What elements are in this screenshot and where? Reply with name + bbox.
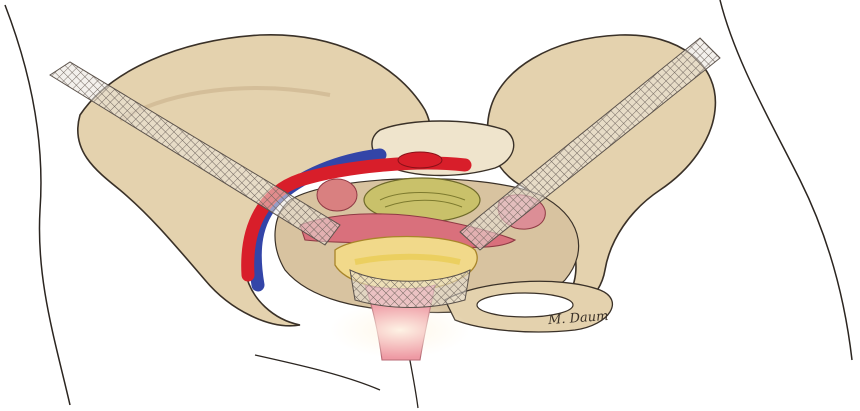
left-ovary	[316, 178, 358, 212]
thigh-outline	[254, 354, 381, 391]
mesh-vaginal-cuff	[349, 269, 471, 308]
obturator-foramen	[476, 292, 574, 318]
right-mesh-strip	[459, 37, 721, 251]
body-outline-right	[719, 0, 853, 361]
body-outline-left	[4, 4, 71, 406]
left-mesh-strip	[49, 61, 341, 246]
aortic-bifurcation	[397, 151, 443, 169]
